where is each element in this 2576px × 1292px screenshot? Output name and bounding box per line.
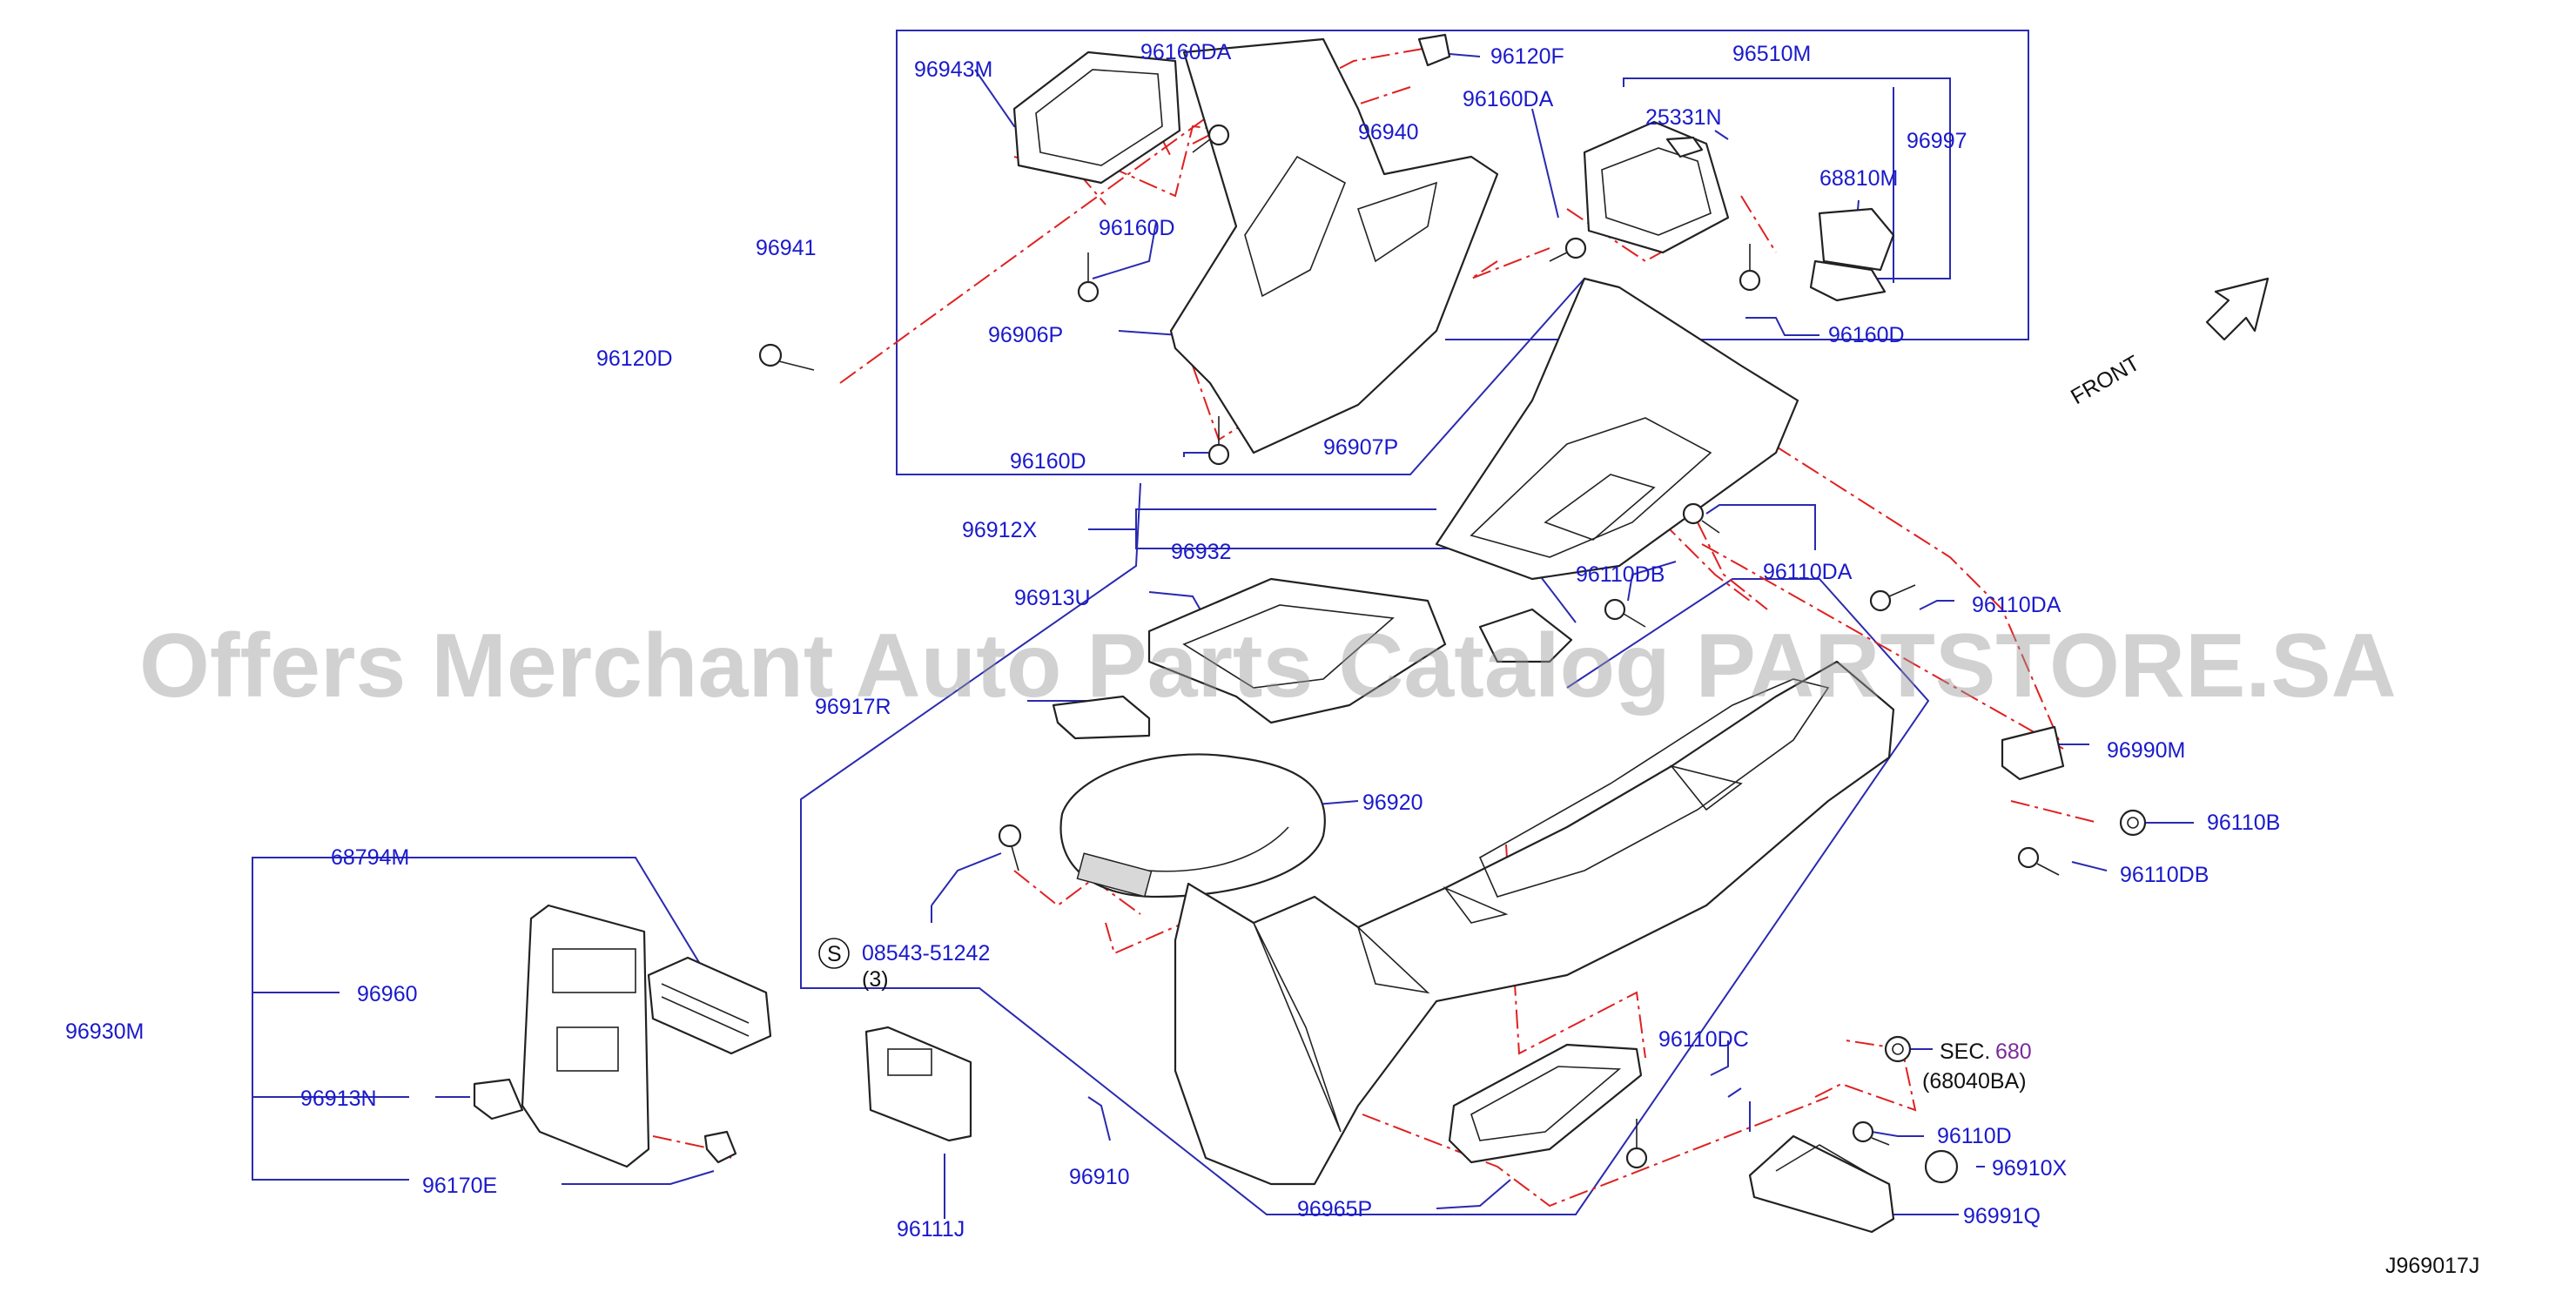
bracket-96111j-shape (864, 1026, 972, 1142)
bracket-group-96930M (252, 857, 409, 1181)
bezel-96943m-shape (1012, 50, 1181, 185)
callout-96912x[interactable]: 96912X (962, 518, 1038, 542)
armrest-96920-shape (1059, 753, 1326, 898)
unit-96510m-shape (1583, 120, 1730, 254)
callout-96120d[interactable]: 96120D (596, 347, 673, 371)
callout-96160d-2[interactable]: 96160D (1010, 449, 1086, 474)
diagram-code: J969017J (2385, 1254, 2479, 1278)
callout-96910[interactable]: 96910 (1069, 1165, 1130, 1189)
callout-68794m[interactable]: 68794M (331, 845, 409, 870)
callout-96932[interactable]: 96932 (1171, 540, 1232, 564)
callout-96110db-2[interactable]: 96110DB (2120, 863, 2209, 887)
callout-96110d[interactable]: 96110D (1937, 1124, 2012, 1148)
panel-96912x-shape (1435, 277, 1799, 581)
sec-number-link[interactable]: 680 (1995, 1040, 2032, 1064)
callout-96907p[interactable]: 96907P (1323, 435, 1398, 460)
finisher-96940-shape (1169, 37, 1499, 454)
callout-96930m[interactable]: 96930M (65, 1019, 144, 1044)
cap-96913n-shape (473, 1078, 524, 1120)
part-shapes (473, 37, 2065, 1234)
callout-96940[interactable]: 96940 (1358, 120, 1419, 145)
screw-96110da-b (1869, 584, 1916, 612)
sec-prefix: SEC. (1940, 1040, 1990, 1064)
callout-96990m[interactable]: 96990M (2107, 738, 2185, 763)
callout-96991q[interactable]: 96991Q (1963, 1204, 2041, 1228)
screw-96110db-b (2017, 846, 2060, 876)
callout-96910x[interactable]: 96910X (1992, 1156, 2068, 1181)
clip-96170e-shape (703, 1130, 737, 1164)
front-label: FRONT (2067, 351, 2144, 409)
callout-96943m[interactable]: 96943M (914, 57, 992, 82)
cover-96917r-shape (1052, 695, 1151, 740)
callout-96965p[interactable]: 96965P (1297, 1197, 1372, 1221)
fasteners (758, 33, 2147, 1184)
s-mark: S (827, 942, 842, 966)
callout-96120f[interactable]: 96120F (1490, 44, 1564, 69)
screw-96110dc (1625, 1119, 1648, 1169)
clip-96120f (1417, 33, 1451, 67)
bracket-96991q-shape (1748, 1134, 1895, 1234)
callout-96111j[interactable]: 96111J (897, 1217, 965, 1242)
screw-96160d-a (1077, 252, 1100, 303)
screw-96160da-a (1192, 124, 1230, 153)
callout-96110b[interactable]: 96110B (2207, 811, 2280, 835)
main-console-frame (800, 482, 1930, 1215)
callout-96913n[interactable]: 96913N (300, 1087, 377, 1111)
s-mark-icon (818, 938, 850, 969)
screw-96160d-b (1207, 416, 1230, 466)
panel-96960-shape (521, 904, 650, 1168)
callout-96997[interactable]: 96997 (1907, 129, 1967, 153)
switch-25331n-shape (1665, 136, 1704, 158)
screw-96110db-a (1604, 598, 1646, 628)
bracket-96932-shape (1478, 608, 1573, 663)
console-96910-shape (1174, 660, 1895, 1186)
callout-96960[interactable]: 96960 (357, 982, 418, 1006)
nut-96110b (2119, 809, 2147, 837)
callout-96160da-1[interactable]: 96160DA (1140, 40, 1232, 64)
bracket-96997-shape (1809, 259, 1887, 302)
watermark: Offers Merchant Auto Parts Catalog PARTS… (139, 616, 2397, 717)
screw-08543-51242 (998, 824, 1022, 871)
callout-96160d-3[interactable]: 96160D (1828, 323, 1905, 347)
callout-96917r[interactable]: 96917R (815, 695, 891, 719)
front-indicator: FRONT (2067, 277, 2270, 409)
group-frames (252, 30, 2029, 1215)
callout-96906p[interactable]: 96906P (988, 323, 1063, 347)
callout-96110db-1[interactable]: 96110DB (1576, 562, 1665, 587)
insert-68810m-shape (1818, 207, 1895, 272)
callout-96941[interactable]: 96941 (756, 236, 817, 260)
screw-96160da-b (1549, 237, 1587, 262)
callout-25331n[interactable]: 25331N (1645, 105, 1722, 130)
callout-96110da-1[interactable]: 96110DA (1763, 560, 1853, 584)
callout-96510m[interactable]: 96510M (1732, 42, 1811, 66)
screw-96110d (1852, 1120, 1890, 1146)
bracket-96990m-shape (2001, 725, 2065, 781)
screw-96160d-c (1739, 244, 1761, 292)
callout-96913u[interactable]: 96913U (1014, 586, 1091, 610)
callout-96160da-2[interactable]: 96160DA (1463, 87, 1554, 111)
sec-reference: (68040BA) (1922, 1069, 2027, 1093)
screw-96120d (758, 343, 815, 371)
callout-96110dc[interactable]: 96110DC (1658, 1027, 1749, 1052)
callout-08543-51242[interactable]: 08543-51242 (862, 941, 990, 966)
quantity-3: (3) (862, 967, 889, 992)
front-arrow-icon (2205, 277, 2270, 341)
callout-96110da-2[interactable]: 96110DA (1972, 593, 2061, 617)
lid-96913u-shape (1147, 577, 1447, 724)
callout-labels: 96943M 96160DA 96120F 96510M 25331N 9699… (65, 40, 2479, 1278)
screw-96110da-a (1682, 502, 1720, 534)
tray-96965p-shape (1448, 1043, 1643, 1164)
upper-assembly-frame (896, 30, 2029, 475)
callout-96170e[interactable]: 96170E (422, 1174, 497, 1198)
grommet-96910x (1924, 1149, 1959, 1184)
callout-96920[interactable]: 96920 (1362, 791, 1423, 815)
nut-sec-680 (1884, 1035, 1912, 1063)
callout-96160d-1[interactable]: 96160D (1099, 216, 1175, 240)
callout-68810m[interactable]: 68810M (1819, 166, 1898, 191)
